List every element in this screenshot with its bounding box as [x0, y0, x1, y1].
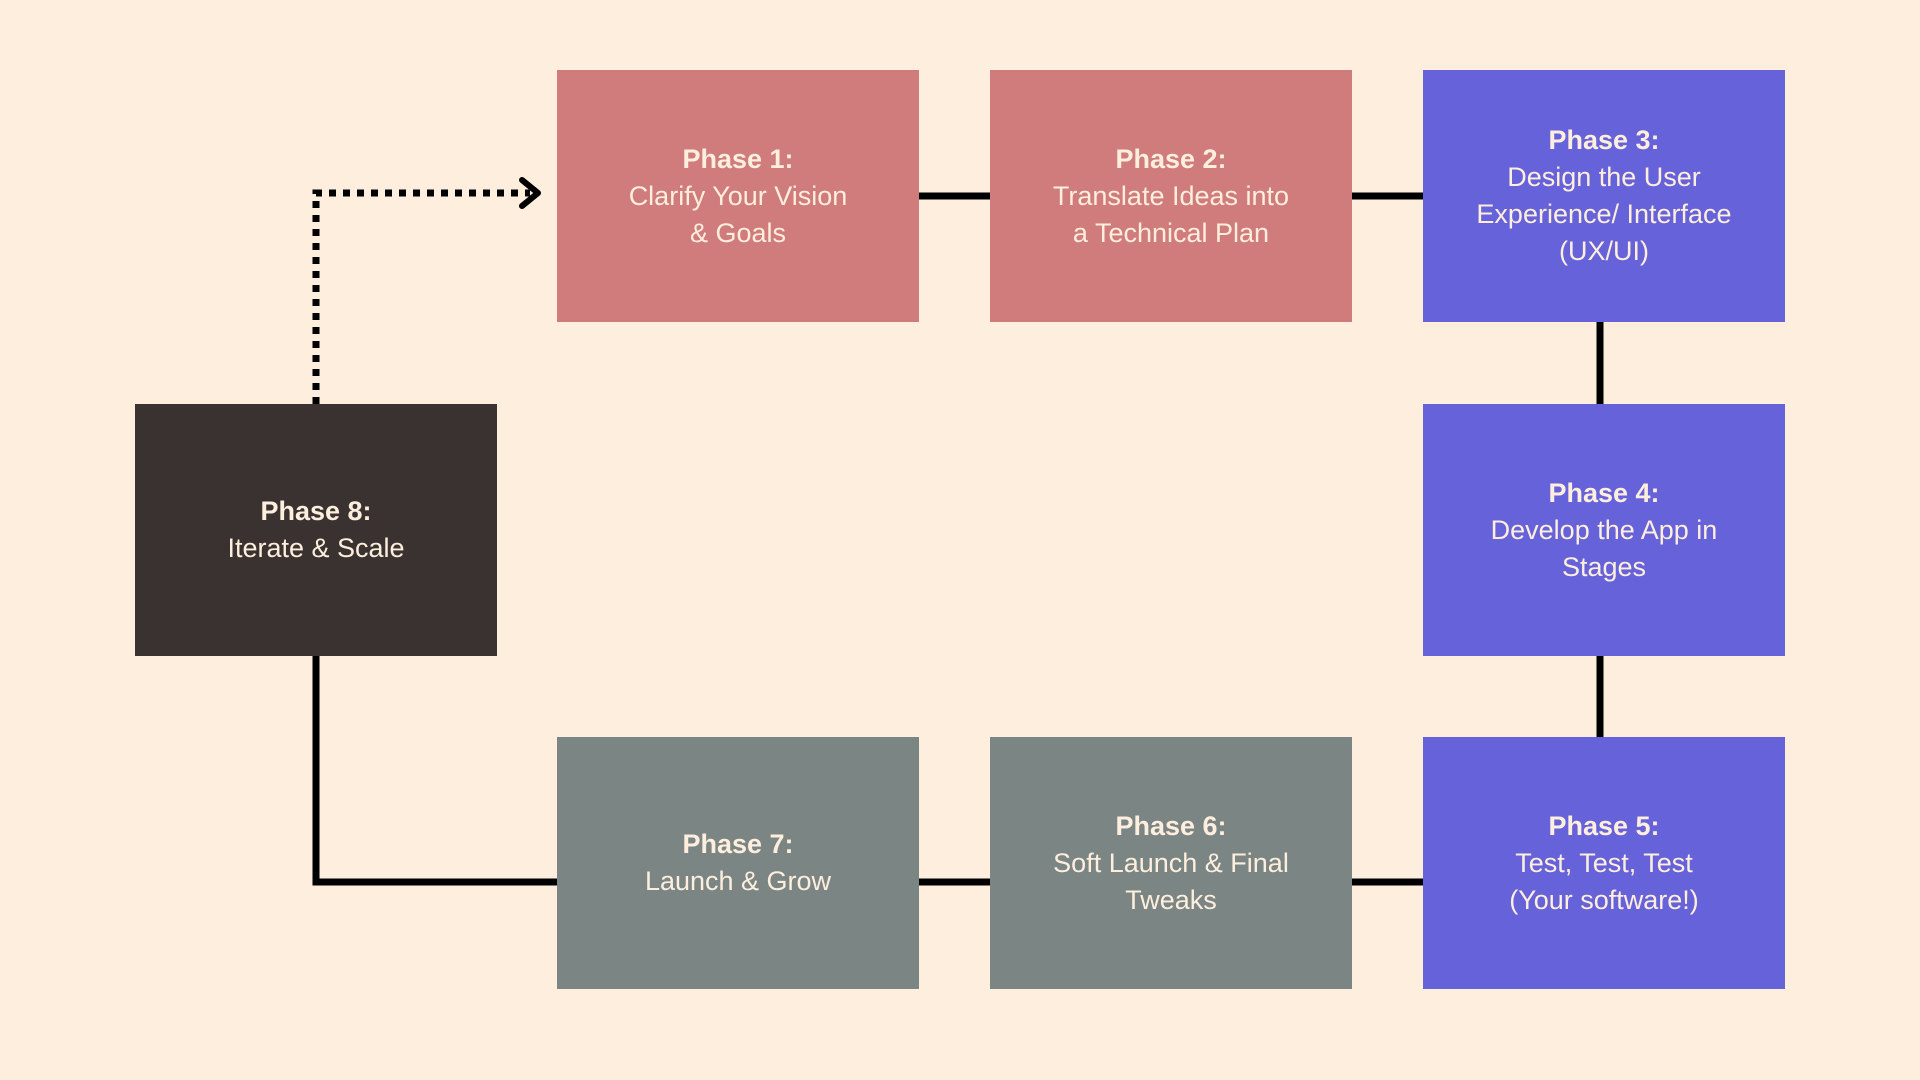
phase-6-title: Phase 6:: [1115, 810, 1227, 841]
phase-4-description: Develop the App in Stages: [1490, 514, 1718, 582]
phase-8-title: Phase 8:: [260, 496, 372, 526]
phase-5-title: Phase 5:: [1548, 810, 1660, 841]
phase-7-description: Launch & Grow: [644, 866, 832, 896]
phase-5-box: Phase 5: Test, Test, Test (Your software…: [1423, 737, 1785, 989]
phase-6-box: Phase 6: Soft Launch & Final Tweaks: [990, 737, 1352, 989]
phase-3-box: Phase 3: Design the User Experience/ Int…: [1423, 70, 1785, 322]
phase-4-title: Phase 4:: [1548, 477, 1660, 508]
phase-2-title: Phase 2:: [1115, 143, 1227, 174]
phase-8-description: Iterate & Scale: [227, 533, 405, 563]
phase-6-description: Soft Launch & Final Tweaks: [1053, 847, 1289, 915]
phase-1-description: Clarify Your Vision & Goals: [628, 180, 848, 248]
dotted-connector-phase-8-to-1: [312, 189, 530, 404]
phase-2-box: Phase 2: Translate Ideas into a Technica…: [990, 70, 1352, 322]
phase-1-title: Phase 1:: [682, 143, 794, 174]
phase-2-description: Translate Ideas into a Technical Plan: [1052, 180, 1290, 248]
phase-8-box: Phase 8: Iterate & Scale: [135, 404, 497, 656]
phase-5-description: Test, Test, Test (Your software!): [1509, 847, 1699, 915]
phase-4-box: Phase 4: Develop the App in Stages: [1423, 404, 1785, 656]
phase-7-box: Phase 7: Launch & Grow: [557, 737, 919, 989]
connector-phase-7-to-8: [312, 656, 557, 886]
phase-3-description: Design the User Experience/ Interface (U…: [1476, 162, 1732, 266]
phase-7-title: Phase 7:: [682, 829, 794, 859]
phase-3-title: Phase 3:: [1548, 125, 1660, 155]
arrowhead-icon: [519, 177, 541, 209]
phase-1-box: Phase 1: Clarify Your Vision & Goals: [557, 70, 919, 322]
